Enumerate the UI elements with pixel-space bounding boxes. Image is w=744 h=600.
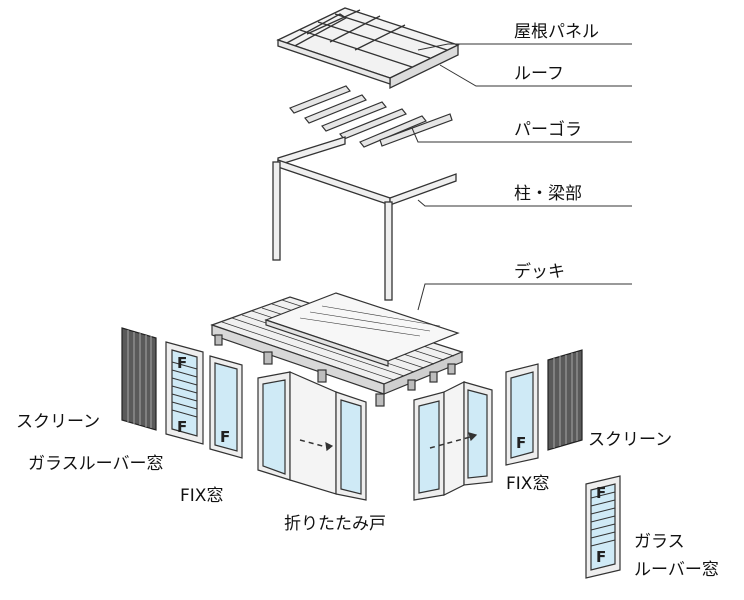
label-roof-panel: 屋根パネル bbox=[514, 22, 599, 42]
fix-mark-louver-right-top: F bbox=[596, 484, 606, 502]
fix-mark-fix-right: F bbox=[516, 434, 526, 452]
label-fix-left: FIX窓 bbox=[180, 486, 224, 506]
label-glass-louver-left: ガラスルーバー窓 bbox=[28, 454, 164, 474]
screen-right-panel bbox=[547, 349, 583, 451]
label-roof: ルーフ bbox=[514, 64, 564, 84]
fix-window-left-panel bbox=[209, 355, 243, 459]
label-fix-right: FIX窓 bbox=[506, 474, 550, 494]
label-glass-louver-right-line2: ルーバー窓 bbox=[634, 560, 719, 580]
pergola-part bbox=[289, 85, 453, 148]
label-pergola: パーゴラ bbox=[514, 120, 582, 140]
fix-mark-louver-left-top: F bbox=[177, 354, 187, 372]
label-glass-louver-right-line1: ガラス bbox=[634, 532, 685, 552]
label-deck: デッキ bbox=[514, 262, 565, 282]
fix-window-right-panel bbox=[505, 363, 539, 466]
leader-lines bbox=[411, 43, 632, 311]
glass-louver-left-panel bbox=[165, 341, 204, 445]
fix-mark-fix-left: F bbox=[220, 428, 230, 446]
roof-panel-part bbox=[276, 7, 460, 79]
fix-mark-louver-left-bottom: F bbox=[177, 418, 187, 436]
label-screen-left: スクリーン bbox=[16, 412, 101, 432]
folding-door-left bbox=[257, 371, 367, 501]
label-folding-door: 折りたたみ戸 bbox=[284, 514, 386, 534]
glass-louver-right-panel bbox=[585, 475, 621, 579]
fix-mark-louver-right-bottom: F bbox=[596, 548, 606, 566]
roof-part bbox=[277, 39, 459, 90]
label-column-beam: 柱・梁部 bbox=[514, 184, 582, 204]
label-screen-right: スクリーン bbox=[588, 430, 673, 450]
column-beam-part bbox=[272, 136, 457, 301]
deck-part bbox=[210, 292, 464, 407]
screen-left-panel bbox=[121, 327, 157, 431]
folding-door-right bbox=[413, 381, 493, 501]
